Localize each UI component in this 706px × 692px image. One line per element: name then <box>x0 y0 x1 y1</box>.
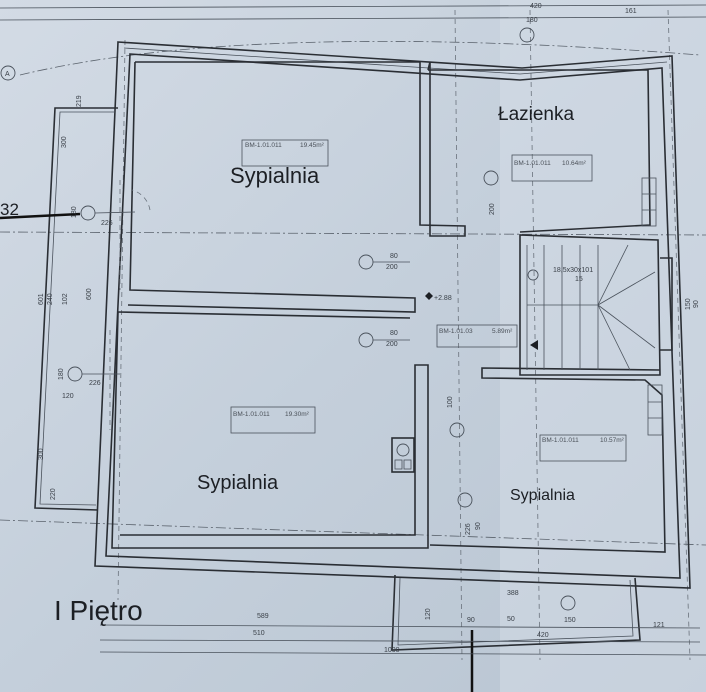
dimension-label: 300 <box>38 448 45 460</box>
dimension-label: 120 <box>425 608 432 620</box>
dimension-label: 226 <box>89 380 101 387</box>
room-area: 10.57m² <box>600 437 625 444</box>
dimension-label: 589 <box>257 613 269 620</box>
dimension-label: 420 <box>537 632 549 639</box>
dimensions-internal: 200 100 226 90 150 90 <box>447 203 700 535</box>
door-height: 200 <box>386 264 398 271</box>
interior-walls <box>111 61 673 553</box>
dimension-label: 240 <box>47 293 54 305</box>
dimension-label: 200 <box>489 203 496 215</box>
dimension-label: 420 <box>530 3 542 10</box>
level-mark: +2.88 <box>434 295 452 302</box>
room-bathroom[interactable]: BM-1.01.011 10.64m² Łazienka <box>498 104 593 182</box>
dimension-label: 120 <box>62 393 74 400</box>
grid-axis-label: A <box>5 71 10 78</box>
room-bedroom-2[interactable]: BM-1.01.011 19.30m² Sypialnia <box>197 406 316 494</box>
dimension-label: 180 <box>71 206 78 218</box>
room-tag: BM-1.01.011 <box>542 437 579 444</box>
dimension-label: 1000 <box>384 647 400 654</box>
dimension-label: 150 <box>685 298 692 310</box>
dimension-label: 102 <box>62 293 69 305</box>
room-tag: BM-1.01.011 <box>233 411 270 418</box>
floor-title: I Piętro <box>54 595 143 626</box>
room-hall[interactable]: BM-1.01.03 5.89m² <box>436 324 518 348</box>
stair-direction-arrow-icon <box>530 340 538 350</box>
dimension-label: 510 <box>253 630 265 637</box>
section-line-left <box>0 212 81 220</box>
dimension-label: 90 <box>467 617 475 624</box>
room-area: 19.45m² <box>300 142 325 149</box>
room-name: Sypialnia <box>197 472 279 494</box>
section-label: 32 <box>0 200 19 219</box>
dimensions-top: 420 180 161 <box>526 3 637 24</box>
room-area: 19.30m² <box>285 411 310 418</box>
stairs-count: 15 <box>575 276 583 283</box>
bottom-balcony <box>391 574 641 692</box>
dimensions-left: 219 300 180 226 601 240 102 600 180 226 … <box>38 95 113 500</box>
room-area: 5.89m² <box>492 328 513 335</box>
door-markers <box>67 27 576 611</box>
dimension-label: 150 <box>564 617 576 624</box>
room-name: Sypialnia <box>510 487 575 504</box>
grid-axis-bubble <box>0 65 16 81</box>
dimension-label: 90 <box>475 522 482 530</box>
dimension-label: 300 <box>61 136 68 148</box>
dimension-label: 388 <box>507 590 519 597</box>
dimensions-bottom: 388 120 90 50 150 420 121 589 510 1000 <box>99 590 706 656</box>
staircase[interactable]: 18,5x30x101 15 <box>526 244 656 371</box>
room-tag: BM-1.01.03 <box>439 328 473 335</box>
dimension-label: 220 <box>50 488 57 500</box>
door-width: 80 <box>390 253 398 260</box>
room-tag: BM-1.01.011 <box>514 160 551 167</box>
dimension-label: 219 <box>76 95 83 107</box>
room-bedroom-1[interactable]: BM-1.01.011 19.45m² Sypialnia <box>230 139 329 188</box>
room-tag: BM-1.01.011 <box>245 142 282 149</box>
left-balcony <box>34 107 118 511</box>
stairs-spec: 18,5x30x101 <box>553 267 593 274</box>
dimension-label: 226 <box>465 523 472 535</box>
dimension-label: 100 <box>447 396 454 408</box>
dimension-label: 600 <box>86 288 93 300</box>
dimension-label: 121 <box>653 622 665 629</box>
dimension-label: 180 <box>58 368 65 380</box>
door-height: 200 <box>386 341 398 348</box>
dimension-label: 50 <box>507 616 515 623</box>
chimney <box>391 437 415 473</box>
dimension-label: 601 <box>38 293 45 305</box>
dimension-label: 226 <box>101 220 113 227</box>
ventilation-ducts <box>641 177 663 436</box>
dimension-label: 90 <box>693 300 700 308</box>
dimension-label: 180 <box>526 17 538 24</box>
room-name: Łazienka <box>498 104 574 125</box>
level-marker-icon <box>425 292 433 300</box>
grid-lines <box>0 4 706 661</box>
dimension-label: 161 <box>625 8 637 15</box>
door-width: 80 <box>390 330 398 337</box>
room-bedroom-3[interactable]: BM-1.01.011 10.57m² Sypialnia <box>510 434 627 504</box>
room-name: Sypialnia <box>230 163 320 188</box>
room-area: 10.64m² <box>562 160 587 167</box>
